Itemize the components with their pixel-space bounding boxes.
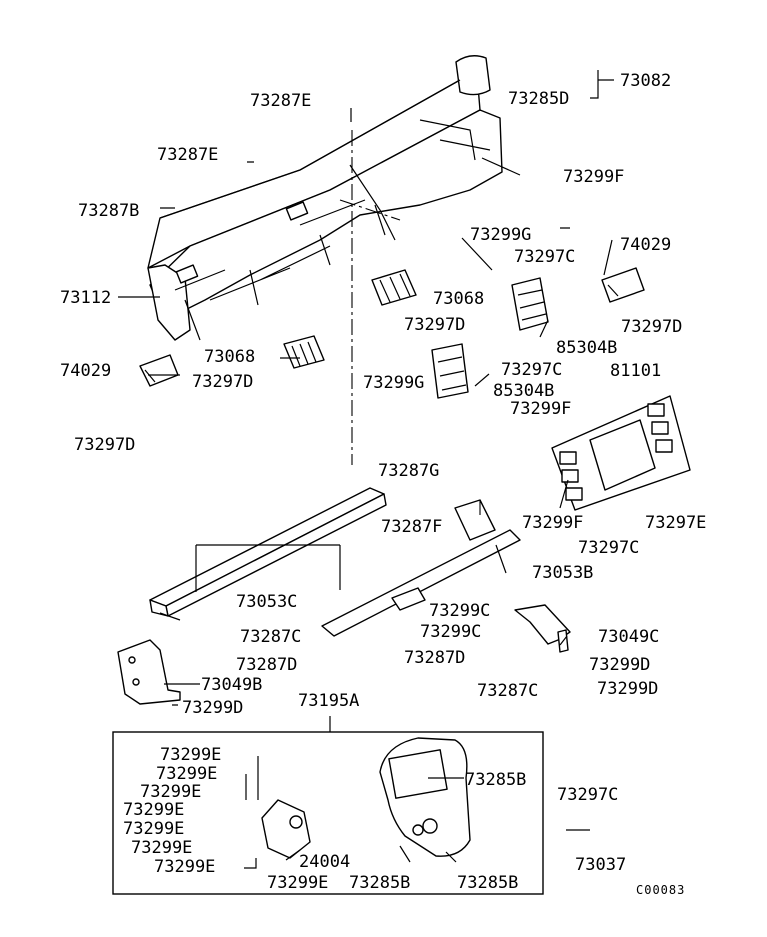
air-outlet-left-74029 — [139, 354, 179, 387]
callout-73287E-top: 73287E — [250, 91, 311, 111]
callout-85304B-upper: 85304B — [556, 338, 617, 358]
callout-73299E-7: 73299E — [154, 857, 215, 877]
callout-73299E-1: 73299E — [160, 745, 221, 765]
callout-74029-left: 74029 — [60, 361, 111, 381]
callout-73287D-left: 73287D — [236, 655, 297, 675]
callout-73299F: 73299F — [563, 167, 624, 187]
callout-73299D-left: 73299D — [182, 698, 243, 718]
callout-73297D-upper: 73297D — [404, 315, 465, 335]
callout-73299C-a: 73299C — [429, 601, 490, 621]
callout-73285B-top: 73285B — [465, 770, 526, 790]
callout-73299C-b: 73299C — [420, 622, 481, 642]
callout-73297E: 73297E — [645, 513, 706, 533]
bracket-73049C — [514, 604, 571, 653]
callout-labels: 73082 73285D 73287E 73287E 73299F 73287B… — [60, 71, 706, 897]
reinforcement-73053C — [149, 487, 387, 617]
callout-73299G-lower: 73299G — [363, 373, 424, 393]
panel-assembly-73195A — [379, 737, 471, 857]
air-vent-left-73068 — [283, 335, 325, 369]
callout-73285D: 73285D — [508, 89, 569, 109]
callout-73297D-left: 73297D — [192, 372, 253, 392]
callout-73299G: 73299G — [470, 225, 531, 245]
callout-73299F-mid: 73299F — [510, 399, 571, 419]
callout-73297C-bottom: 73297C — [557, 785, 618, 805]
callout-73299E-2: 73299E — [156, 764, 217, 784]
callout-73287F: 73287F — [381, 517, 442, 537]
callout-73068-left: 73068 — [204, 347, 255, 367]
callout-73287C-right: 73287C — [477, 681, 538, 701]
callout-73287E: 73287E — [157, 145, 218, 165]
callout-73299E-6: 73299E — [131, 838, 192, 858]
callout-73049C: 73049C — [598, 627, 659, 647]
bracket-73049B — [117, 639, 181, 705]
callout-73299E-5: 73299E — [123, 819, 184, 839]
callout-73297C: 73297C — [514, 247, 575, 267]
callout-73195A: 73195A — [298, 691, 359, 711]
cluster-bezel-81101 — [551, 395, 691, 511]
instrument-panel-assembly — [147, 55, 503, 341]
callout-73285B-left: 73285B — [349, 873, 410, 893]
callout-73112: 73112 — [60, 288, 111, 308]
callout-73053B: 73053B — [532, 563, 593, 583]
callout-73287C-left: 73287C — [240, 627, 301, 647]
callout-73297D-bottom: 73297D — [74, 435, 135, 455]
callout-73287B: 73287B — [78, 201, 139, 221]
callout-73299E-8: 73299E — [267, 873, 328, 893]
callout-73299D-right: 73299D — [589, 655, 650, 675]
reinforcement-73053B — [321, 499, 521, 637]
callout-74029-right: 74029 — [620, 235, 671, 255]
switch-24004 — [261, 799, 311, 859]
air-outlet-right-74029 — [601, 267, 645, 303]
callout-73037: 73037 — [575, 855, 626, 875]
callout-81101: 81101 — [610, 361, 661, 381]
callout-73082: 73082 — [620, 71, 671, 91]
callout-73053C: 73053C — [236, 592, 297, 612]
callout-73297C-mid: 73297C — [501, 360, 562, 380]
callout-73285B-right: 73285B — [457, 873, 518, 893]
callout-73299F-lower: 73299F — [522, 513, 583, 533]
callout-24004: 24004 — [299, 852, 350, 872]
callout-73297C-lower: 73297C — [578, 538, 639, 558]
callout-73049B: 73049B — [201, 675, 262, 695]
air-vent-center-73068 — [371, 269, 417, 306]
assembly-73195A-frame — [112, 731, 544, 895]
diagram-code: C00083 — [636, 883, 685, 897]
callout-73068-center: 73068 — [433, 289, 484, 309]
callout-73287D-right: 73287D — [404, 648, 465, 668]
callout-85304B-lower: 85304B — [493, 381, 554, 401]
callout-73299D-right2: 73299D — [597, 679, 658, 699]
bracket-lower-85304B — [431, 343, 469, 399]
bracket-upper-85304B — [511, 277, 549, 331]
callout-73299E-4: 73299E — [123, 800, 184, 820]
callout-73299E-3: 73299E — [140, 782, 201, 802]
callout-73297D-right: 73297D — [621, 317, 682, 337]
callout-73287G: 73287G — [378, 461, 439, 481]
